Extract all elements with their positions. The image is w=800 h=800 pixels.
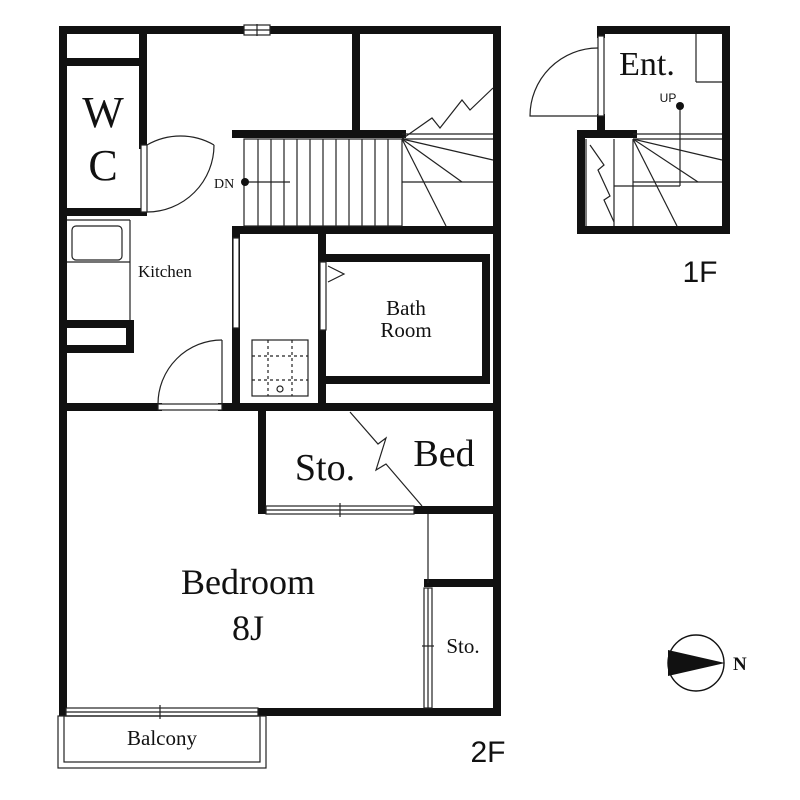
- bedroom-label-line2: 8J: [232, 608, 264, 648]
- kitchen-label: Kitchen: [138, 262, 192, 281]
- up-marker-dot: [676, 102, 684, 110]
- storage-closet-label: Sto.: [446, 634, 479, 658]
- bedroom-label-line1: Bedroom: [181, 562, 315, 602]
- upper-floor-label: 2F: [470, 736, 505, 769]
- lower-floor-label: 1F: [682, 256, 717, 289]
- entrance-label: Ent.: [619, 46, 675, 83]
- wc-label-line1: W: [82, 88, 124, 137]
- storage-small-label: Sto.: [295, 447, 355, 489]
- upper-floor-fixtures: [57, 24, 494, 769]
- down-marker-dot: [241, 178, 249, 186]
- bath-label-line1: Bath: [386, 296, 426, 320]
- wc-label-line2: C: [88, 141, 117, 190]
- compass: [667, 634, 725, 692]
- bed-label: Bed: [413, 433, 474, 475]
- stairs-up-label: UP: [660, 91, 677, 105]
- lower-floor-walls: [577, 26, 730, 234]
- compass-north-label: N: [733, 654, 747, 675]
- lower-floor-fixtures: [529, 34, 723, 227]
- stairs-down-label: DN: [214, 177, 234, 192]
- upper-floor-walls: [59, 26, 501, 716]
- bath-label-line2: Room: [380, 318, 431, 342]
- balcony-label: Balcony: [127, 726, 197, 750]
